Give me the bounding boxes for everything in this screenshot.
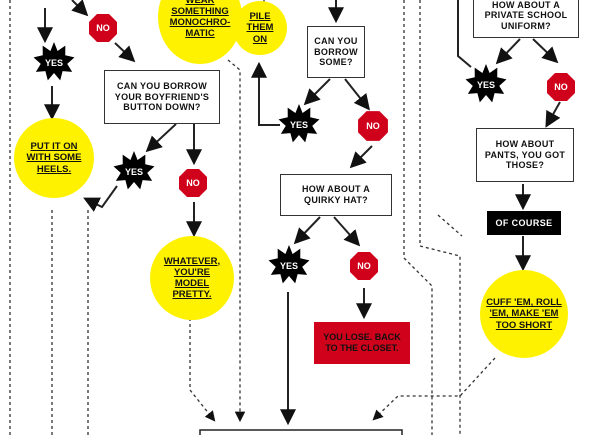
no-label: NO: [366, 121, 380, 131]
dashed-right-inner: [437, 214, 463, 237]
no-label: NO: [357, 261, 371, 271]
arrow-no-to-pants: [545, 101, 561, 128]
no-sign-under-uniform: NO: [546, 72, 576, 102]
yes-label: YES: [476, 80, 495, 90]
arrow-no-to-boyfriend: [114, 42, 136, 63]
no-sign-under-boyfriend: NO: [178, 168, 208, 198]
dashed-middle-right: [403, 0, 433, 435]
wear-monochromatic-text: WEAR SOMETHING MONOCHRO-MATIC: [169, 0, 231, 40]
arrow-yes-up-to-pile: [251, 61, 280, 126]
arrow-no-to-quirky-hat: [349, 145, 373, 169]
model-pretty-circle: WHATEVER, YOU'RE MODEL PRETTY.: [150, 236, 234, 320]
yes-label: YES: [289, 120, 308, 130]
arrow-hat-to-no: [333, 216, 361, 247]
yes-burst-left-of-borrow: YES: [278, 104, 320, 146]
dashed-mono-to-final: [227, 59, 246, 423]
of-course-block: OF COURSE: [487, 211, 561, 235]
no-label: NO: [186, 178, 200, 188]
private-school-uniform-text: HOW ABOUT A PRIVATE SCHOOL UNIFORM?: [484, 0, 568, 31]
private-school-uniform-box: HOW ABOUT A PRIVATE SCHOOL UNIFORM?: [473, 0, 579, 38]
pile-them-on-text: PILE THEM ON: [246, 11, 274, 45]
model-pretty-text: WHATEVER, YOU'RE MODEL PRETTY.: [163, 255, 221, 301]
quirky-hat-box: HOW ABOUT A QUIRKY HAT?: [280, 174, 392, 216]
yes-label: YES: [124, 167, 143, 177]
yes-label: YES: [44, 58, 63, 68]
of-course-text: OF COURSE: [495, 217, 553, 228]
borrow-boyfriend-text: CAN YOU BORROW YOUR BOYFRIEND'S BUTTON D…: [114, 81, 210, 113]
final-box-top-edge: [199, 429, 403, 435]
borrow-boyfriend-box: CAN YOU BORROW YOUR BOYFRIEND'S BUTTON D…: [104, 70, 220, 124]
arrow-top-left-to-no: [71, 0, 89, 17]
yes-label: YES: [279, 261, 298, 271]
how-about-pants-text: HOW ABOUT PANTS, YOU GOT THOSE?: [484, 139, 566, 171]
yes-burst-under-boyfriend: YES: [113, 151, 155, 193]
no-sign-under-hat: NO: [349, 251, 379, 281]
arrow-boyfriend-to-yes: [145, 123, 177, 153]
no-sign-top-left: NO: [88, 13, 118, 43]
arrow-hat-to-yes: [293, 216, 321, 245]
line-right-column-margin: [457, 0, 472, 68]
dashed-right-branch: [419, 0, 461, 435]
put-it-on-heels-text: PUT IT ON WITH SOME HEELS.: [26, 141, 82, 175]
can-you-borrow-some-text: CAN YOU BORROW SOME?: [314, 36, 358, 68]
you-lose-block: YOU LOSE. BACK TO THE CLOSET.: [314, 322, 410, 364]
pile-them-on-circle: PILE THEM ON: [233, 1, 287, 55]
arrow-yes-back-to-heels: [83, 185, 118, 212]
you-lose-text: YOU LOSE. BACK TO THE CLOSET.: [323, 332, 401, 353]
arrow-uniform-to-no: [532, 38, 559, 64]
no-sign-under-borrow: NO: [357, 110, 389, 142]
arrow-borrow-to-no: [344, 78, 370, 111]
yes-burst-under-hat: YES: [268, 245, 310, 287]
can-you-borrow-some-box: CAN YOU BORROW SOME?: [307, 26, 365, 78]
no-label: NO: [554, 82, 568, 92]
arrow-uniform-to-yes: [495, 38, 521, 65]
cuff-roll-text: CUFF 'EM, ROLL 'EM, MAKE 'EM TOO SHORT: [486, 297, 562, 331]
put-it-on-heels-circle: PUT IT ON WITH SOME HEELS.: [14, 118, 94, 198]
arrow-borrow-to-yes: [303, 78, 331, 106]
yes-burst-top-left: YES: [33, 42, 75, 84]
how-about-pants-box: HOW ABOUT PANTS, YOU GOT THOSE?: [476, 128, 574, 182]
quirky-hat-text: HOW ABOUT A QUIRKY HAT?: [301, 184, 371, 205]
cuff-roll-circle: CUFF 'EM, ROLL 'EM, MAKE 'EM TOO SHORT: [480, 270, 568, 358]
no-label: NO: [96, 23, 110, 33]
dashed-model-to-final: [189, 318, 216, 422]
dashed-cuff-to-final: [372, 357, 496, 421]
yes-burst-under-uniform: YES: [465, 64, 507, 106]
